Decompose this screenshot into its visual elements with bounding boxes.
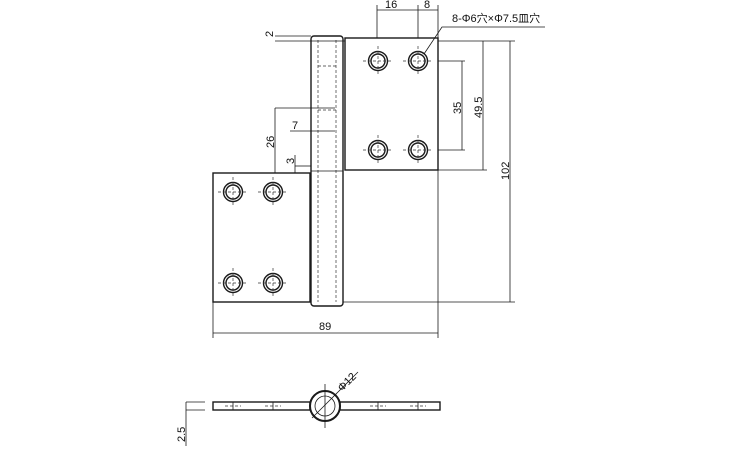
dim-2-5: 2.5 (176, 427, 188, 442)
countersunk-hole (363, 46, 393, 76)
dim-26: 26 (265, 136, 277, 148)
side-view: Φ12 2.5 (176, 371, 441, 446)
countersunk-hole (363, 135, 393, 165)
countersunk-hole (403, 46, 433, 76)
countersunk-hole (258, 268, 288, 298)
dim-102: 102 (500, 162, 512, 180)
front-view (212, 35, 439, 307)
hole-callout: 8-Φ6穴×Φ7.5皿穴 (452, 11, 540, 25)
countersunk-hole (403, 135, 433, 165)
upper-leaf (344, 37, 439, 171)
dim-16: 16 (385, 0, 397, 11)
countersunk-hole (258, 177, 288, 207)
dim-49-5: 49.5 (473, 97, 485, 118)
dim-35: 35 (452, 102, 464, 114)
countersunk-hole (218, 177, 248, 207)
dim-7: 7 (292, 120, 298, 132)
lower-leaf (212, 172, 311, 303)
dim-2: 2 (264, 31, 276, 37)
screw-holes (218, 46, 433, 298)
dimension-labels: 16 8 8-Φ6穴×Φ7.5皿穴 2 35 49.5 102 26 7 3 8… (264, 0, 540, 333)
dim-3: 3 (285, 158, 297, 164)
dim-8: 8 (424, 0, 430, 11)
side-hole-marks (225, 402, 426, 410)
dimension-lines (212, 5, 545, 338)
countersunk-hole (218, 268, 248, 298)
dim-89: 89 (319, 321, 331, 333)
